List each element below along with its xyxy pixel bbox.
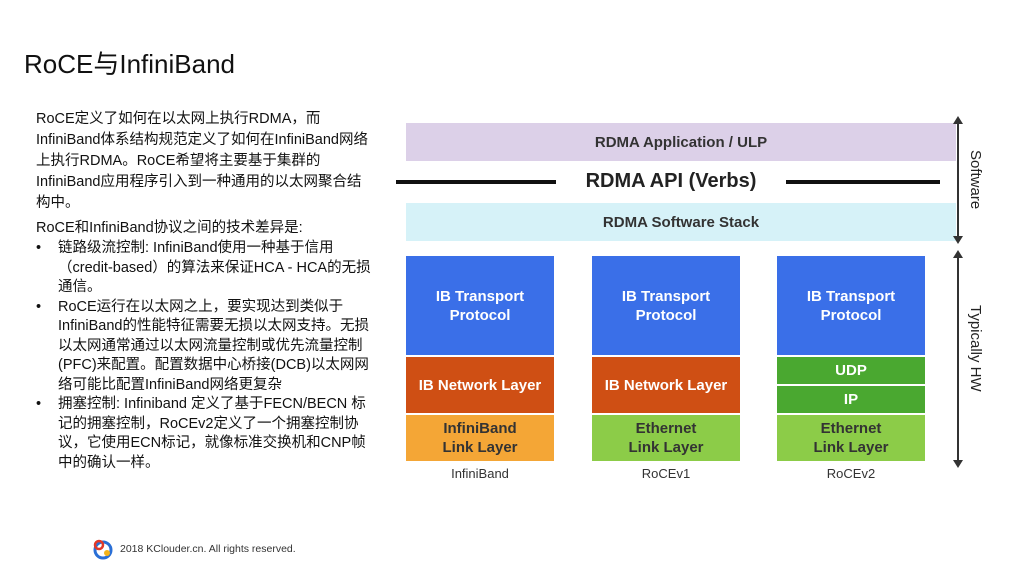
rocev2-udp-block: UDP [777, 357, 925, 384]
column-label-rocev2: RoCEv2 [826, 466, 876, 481]
rdma-application-layer: RDMA Application / ULP [406, 123, 956, 161]
ip-label: IP [843, 391, 859, 408]
link-label: Ethernet Link Layer [628, 420, 704, 456]
software-side-label: Software [967, 150, 984, 210]
hw-arrow-up-icon [953, 250, 963, 258]
footer: 2018 KClouder.cn. All rights reserved. [92, 538, 296, 560]
differences-heading: RoCE和InfiniBand协议之间的技术差异是: [36, 220, 303, 236]
intro-paragraph: RoCE定义了如何在以太网上执行RDMA，而InfiniBand体系结构规范定义… [36, 111, 368, 211]
column-label-infiniband: InfiniBand [451, 466, 509, 481]
link-label: InfiniBand Link Layer [442, 420, 518, 456]
network-label: IB Network Layer [418, 376, 542, 394]
bullet-dot-icon: • [36, 396, 42, 412]
transport-label: IB Transport Protocol [621, 287, 711, 324]
infiniband-transport-block: IB Transport Protocol [406, 256, 554, 355]
udp-label: UDP [835, 362, 867, 379]
bullet-text: 链路级流控制: InfiniBand使用一种基于信用（credit-based）… [58, 240, 371, 295]
rocev1-network-block: IB Network Layer [592, 357, 740, 413]
bullet-text: RoCE运行在以太网之上，要实现达到类似于InfiniBand的性能特征需要无损… [58, 298, 369, 393]
column-label-rocev1: RoCEv1 [641, 466, 691, 481]
rocev1-link-block: Ethernet Link Layer [592, 415, 740, 461]
copyright-text: 2018 KClouder.cn. All rights reserved. [120, 543, 296, 555]
hw-arrow-down-icon [953, 460, 963, 468]
kclouder-logo-icon [93, 539, 113, 560]
bullet-item: • 拥塞控制: Infiniband 定义了基于FECN/BECN 标记的拥塞控制… [36, 395, 376, 473]
infiniband-network-block: IB Network Layer [406, 357, 554, 413]
api-divider-right [786, 180, 940, 184]
hw-range-line [957, 256, 959, 460]
transport-label: IB Transport Protocol [806, 287, 896, 324]
software-range-line [957, 122, 959, 236]
software-arrow-down-icon [953, 236, 963, 244]
bullet-dot-icon: • [36, 240, 42, 256]
slide-title: RoCE与InfiniBand [24, 49, 235, 79]
rdma-api-verbs-label: RDMA API (Verbs) [556, 170, 786, 193]
transport-label: IB Transport Protocol [435, 287, 525, 324]
software-arrow-up-icon [953, 116, 963, 124]
bullet-text: 拥塞控制: Infiniband 定义了基于FECN/BECN 标记的拥塞控制，… [58, 396, 366, 471]
bullet-item: • 链路级流控制: InfiniBand使用一种基于信用（credit-based… [36, 239, 376, 298]
rdma-software-stack-layer: RDMA Software Stack [406, 203, 956, 241]
bullet-item: • RoCE运行在以太网之上，要实现达到类似于InfiniBand的性能特征需要无… [36, 298, 376, 396]
differences-list: • 链路级流控制: InfiniBand使用一种基于信用（credit-based… [36, 239, 376, 473]
rocev1-transport-block: IB Transport Protocol [592, 256, 740, 355]
rocev2-transport-block: IB Transport Protocol [777, 256, 925, 355]
network-label: IB Network Layer [604, 376, 728, 394]
bullet-dot-icon: • [36, 298, 42, 315]
api-divider-left [396, 180, 556, 184]
rocev2-link-block: Ethernet Link Layer [777, 415, 925, 461]
rocev2-ip-block: IP [777, 386, 925, 413]
hw-side-label: Typically HW [967, 305, 984, 392]
infiniband-link-block: InfiniBand Link Layer [406, 415, 554, 461]
link-label: Ethernet Link Layer [813, 420, 889, 456]
